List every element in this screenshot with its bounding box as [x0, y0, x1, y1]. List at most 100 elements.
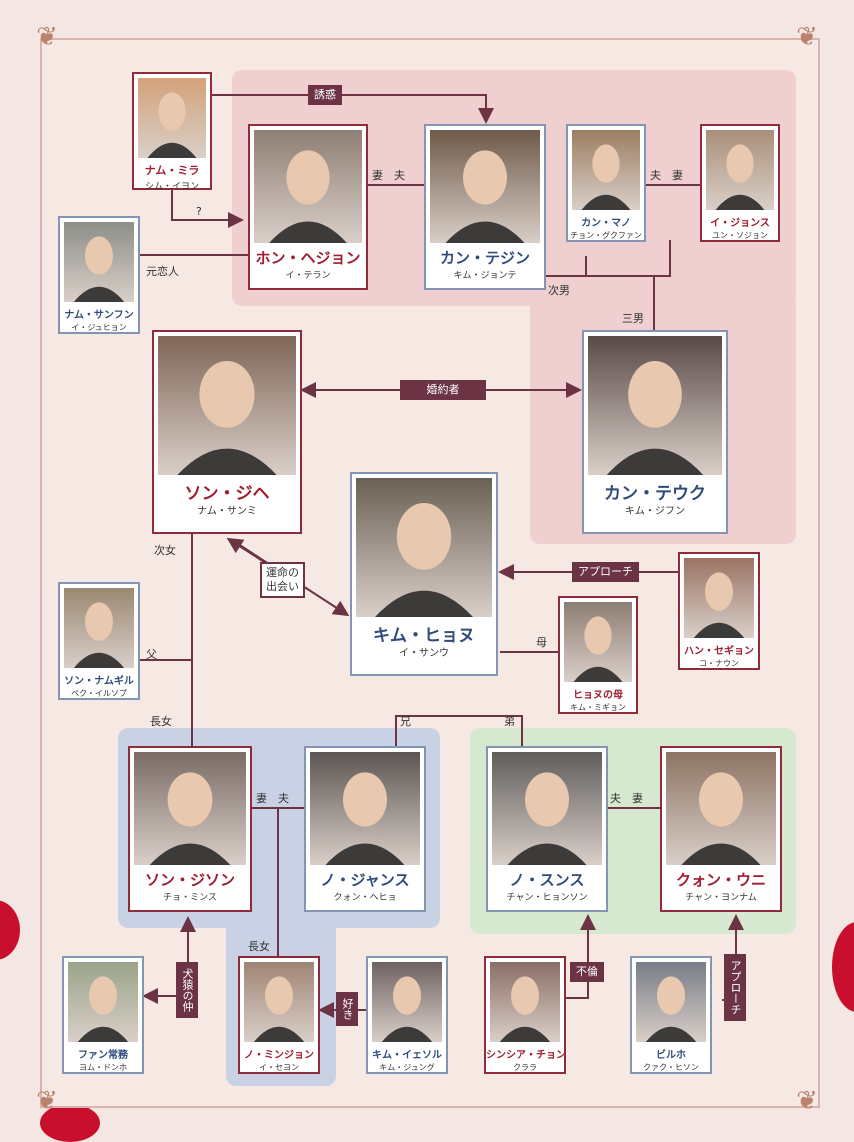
- character-name: ソン・ナムギル: [64, 676, 134, 687]
- character-photo: [310, 752, 420, 865]
- relation-third-son: 三男: [622, 312, 644, 325]
- actor-name: シム・イヨン: [144, 182, 199, 192]
- ribbon-decoration-right: [832, 922, 854, 1012]
- relation-ex-lover: 元恋人: [146, 265, 179, 278]
- character-card-no-minjon: ノ・ミンジョンイ・セヨン: [238, 956, 320, 1074]
- character-photo: [684, 558, 754, 638]
- character-card-kim-hyonu: キム・ヒョヌイ・サンウ: [350, 472, 498, 676]
- character-photo: [372, 962, 442, 1042]
- character-name: ナム・ミラ: [144, 164, 200, 177]
- ribbon-decoration-left: [0, 900, 20, 960]
- character-photo: [138, 78, 206, 158]
- character-name: ビルホ: [656, 1050, 686, 1061]
- character-card-cynthia-chon: シンシア・チョンクララ: [484, 956, 566, 1074]
- actor-name: チャン・ヒョンソン: [506, 893, 588, 903]
- character-photo: [64, 222, 134, 302]
- character-photo: [636, 962, 706, 1042]
- relation-couple-3: 妻 夫: [256, 792, 289, 805]
- character-photo: [490, 962, 560, 1042]
- actor-name: チャン・ヨンナム: [685, 893, 757, 903]
- relation-rivals: 犬猿の仲: [176, 962, 198, 1018]
- actor-name: イ・テラン: [285, 271, 331, 281]
- actor-name: キム・ジュング: [379, 1063, 435, 1072]
- character-card-i-jonsu: イ・ジョンスユン・ソジョン: [700, 124, 780, 242]
- line-brothers: [395, 715, 523, 748]
- relation-temptation: 誘惑: [308, 85, 342, 105]
- relation-younger-brother: 弟: [504, 715, 515, 728]
- character-card-han-segyon: ハン・セギョンコ・ナウン: [678, 552, 760, 670]
- character-name: ホン・ヘジョン: [255, 249, 361, 267]
- actor-name: キム・ミギョン: [570, 703, 626, 712]
- relation-couple-2: 夫 妻: [650, 169, 683, 182]
- actor-name: ペク・イルソプ: [71, 689, 127, 698]
- line-question: [171, 190, 244, 228]
- character-card-hong-hejon: ホン・ヘジョンイ・テラン: [248, 124, 368, 290]
- character-name: ソン・ジソン: [144, 871, 235, 889]
- relation-mother: 母: [536, 636, 547, 649]
- actor-name: ナム・サンミ: [197, 506, 257, 517]
- ornament-icon-bottom-left: ❦: [36, 1086, 58, 1116]
- actor-name: ヨム・ドンホ: [79, 1063, 127, 1072]
- ornament-icon-top-left: ❦: [36, 22, 58, 52]
- relation-couple-4: 夫 妻: [610, 792, 643, 805]
- actor-name: イ・サンウ: [399, 648, 449, 659]
- character-name: カン・マノ: [581, 218, 631, 229]
- character-card-nam-sanfun: ナム・サンフンイ・ジュヒョン: [58, 216, 140, 334]
- character-card-kang-tejin: カン・テジンキム・ジョンテ: [424, 124, 546, 290]
- relation-fate-meeting-line-2: 出会い: [266, 580, 299, 593]
- character-name: ファン常務: [78, 1050, 128, 1061]
- relation-eldest-daughter: 長女: [150, 715, 172, 728]
- actor-name: チョン・グクファン: [570, 231, 642, 240]
- character-card-son-jihe: ソン・ジヘナム・サンミ: [152, 330, 302, 534]
- character-photo: [430, 130, 540, 243]
- character-card-no-jansu: ノ・ジャンスクォン・ヘヒョ: [304, 746, 426, 912]
- relation-fate-meeting-line-1: 運命の: [266, 566, 299, 579]
- character-name: ソン・ジヘ: [184, 484, 270, 504]
- character-name: キム・イェソル: [372, 1050, 442, 1061]
- relation-approach-v: アプローチ: [724, 954, 746, 1021]
- ribbon-decoration-bottom: [40, 1104, 100, 1142]
- character-name: イ・ジョンス: [710, 218, 770, 229]
- character-photo: [244, 962, 314, 1042]
- character-card-fan-jomu: ファン常務ヨム・ドンホ: [62, 956, 144, 1074]
- actor-name: イ・ジュヒョン: [71, 323, 127, 332]
- relation-affair: 不倫: [570, 962, 604, 982]
- relation-second-daughter: 次女: [154, 544, 176, 557]
- character-name: ノ・ミンジョン: [244, 1050, 314, 1061]
- relation-fiance: 婚約者: [400, 380, 486, 400]
- relation-likes: 好き: [336, 992, 358, 1026]
- character-card-nam-mira: ナム・ミラシム・イヨン: [132, 72, 212, 192]
- relation-question: ?: [196, 205, 202, 218]
- character-card-son-namgiru: ソン・ナムギルペク・イルソプ: [58, 582, 140, 700]
- actor-name: キム・ジフン: [624, 506, 686, 517]
- character-photo: [666, 752, 776, 865]
- ornament-icon-bottom-right: ❦: [796, 1086, 818, 1116]
- relation-eldest-daughter-2: 長女: [248, 940, 270, 953]
- relation-father: 父: [146, 648, 157, 661]
- character-card-biruho: ビルホクァク・ヒソン: [630, 956, 712, 1074]
- character-name: カン・テウク: [604, 484, 706, 504]
- character-name: カン・テジン: [439, 249, 530, 267]
- character-name: クォン・ウニ: [675, 871, 766, 889]
- character-photo: [134, 752, 246, 865]
- actor-name: チョ・ミンス: [163, 893, 217, 903]
- character-photo: [68, 962, 138, 1042]
- actor-name: クララ: [513, 1063, 537, 1072]
- character-name: ハン・セギョン: [684, 646, 754, 657]
- character-card-kim-iesoru: キム・イェソルキム・ジュング: [366, 956, 448, 1074]
- character-name: ノ・スンス: [509, 871, 585, 889]
- character-name: キム・ヒョヌ: [373, 626, 475, 646]
- actor-name: ユン・ソジョン: [712, 231, 768, 240]
- relation-approach-h: アプローチ: [572, 562, 639, 582]
- character-photo: [356, 478, 492, 617]
- character-card-hyonu-mother: ヒョヌの母キム・ミギョン: [558, 596, 638, 714]
- character-photo: [706, 130, 774, 210]
- character-photo: [564, 602, 632, 682]
- character-name: ヒョヌの母: [573, 690, 623, 701]
- ornament-icon-top-right: ❦: [796, 22, 818, 52]
- character-card-kang-teuku: カン・テウクキム・ジフン: [582, 330, 728, 534]
- character-name: シンシア・チョン: [486, 1050, 566, 1061]
- character-photo: [254, 130, 362, 243]
- actor-name: コ・ナウン: [699, 659, 739, 668]
- character-photo: [572, 130, 640, 210]
